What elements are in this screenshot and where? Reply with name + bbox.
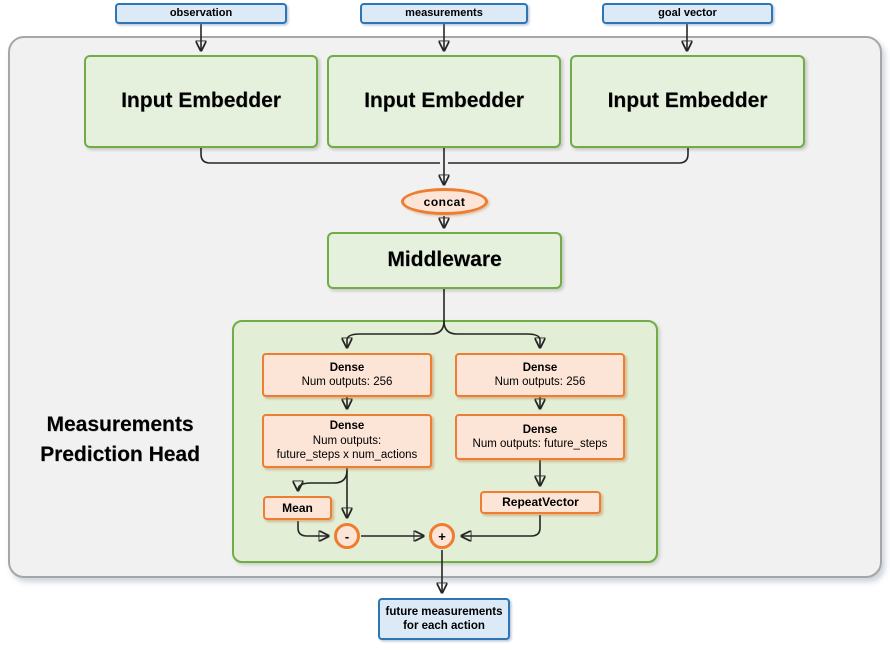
dense-left-1: Dense Num outputs: 256 (262, 353, 432, 397)
dense-right-1: Dense Num outputs: 256 (455, 353, 625, 397)
prediction-head-title: Measurements Prediction Head (15, 410, 225, 470)
dense-right-1-title: Dense (522, 361, 558, 374)
minus-operator: - (334, 523, 360, 549)
input-node-measurements: measurements (360, 3, 528, 24)
dense-left-2-title: Dense (329, 420, 365, 433)
input-embedder-3: Input Embedder (570, 55, 805, 148)
dense-left-2-subtitle-line1: Num outputs: (312, 434, 382, 447)
dense-right-2-title: Dense (522, 423, 558, 436)
output-node-future-measurements: future measurements for each action (378, 598, 510, 640)
dense-right-1-subtitle: Num outputs: 256 (494, 376, 586, 388)
repeat-vector-node: RepeatVector (480, 491, 601, 514)
dense-left-2-subtitle-line2: future_steps x num_actions (276, 449, 418, 462)
dense-left-1-subtitle: Num outputs: 256 (301, 376, 393, 388)
input-embedder-2: Input Embedder (327, 55, 561, 148)
concat-node: concat (401, 188, 488, 215)
mean-node: Mean (263, 496, 332, 520)
input-node-goal-vector: goal vector (602, 3, 773, 24)
dense-left-2: Dense Num outputs: future_steps x num_ac… (262, 414, 432, 468)
dense-right-2-subtitle: Num outputs: future_steps (472, 438, 608, 450)
output-label-line1: future measurements (385, 605, 503, 618)
prediction-head-title-line2: Prediction Head (40, 443, 200, 466)
dense-right-2: Dense Num outputs: future_steps (455, 414, 625, 460)
output-label-line2: for each action (403, 620, 485, 632)
dense-left-1-title: Dense (329, 361, 365, 374)
plus-operator: + (429, 523, 455, 549)
middleware-node: Middleware (327, 232, 562, 289)
input-node-observation: observation (115, 3, 287, 24)
prediction-head-title-line1: Measurements (46, 413, 194, 436)
input-embedder-1: Input Embedder (84, 55, 318, 148)
